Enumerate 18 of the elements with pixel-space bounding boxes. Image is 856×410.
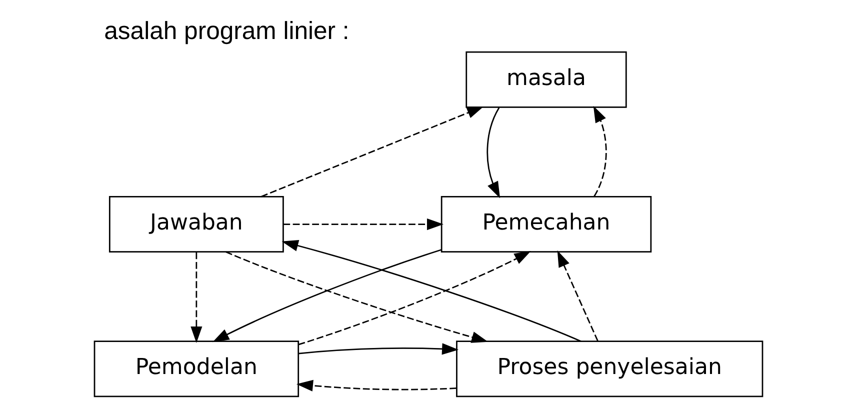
arrow xyxy=(260,106,484,198)
arrow xyxy=(225,251,488,343)
node-box: Jawaban xyxy=(108,196,284,253)
node-box: Pemodelan xyxy=(93,340,299,398)
arrow xyxy=(556,250,598,342)
arrow xyxy=(282,218,444,230)
arrow xyxy=(190,252,202,344)
node-box: Proses penyelesaian xyxy=(456,340,763,398)
arrow xyxy=(212,249,442,342)
diagram-title: asalah program linier : xyxy=(104,18,349,45)
node-box: masala xyxy=(465,51,626,108)
arrow xyxy=(486,107,500,198)
arrow xyxy=(592,106,606,197)
arrow xyxy=(298,343,458,355)
arrow xyxy=(281,240,581,342)
node-box: Pemecahan xyxy=(440,196,652,253)
arrow xyxy=(296,380,456,392)
arrow xyxy=(298,251,530,346)
